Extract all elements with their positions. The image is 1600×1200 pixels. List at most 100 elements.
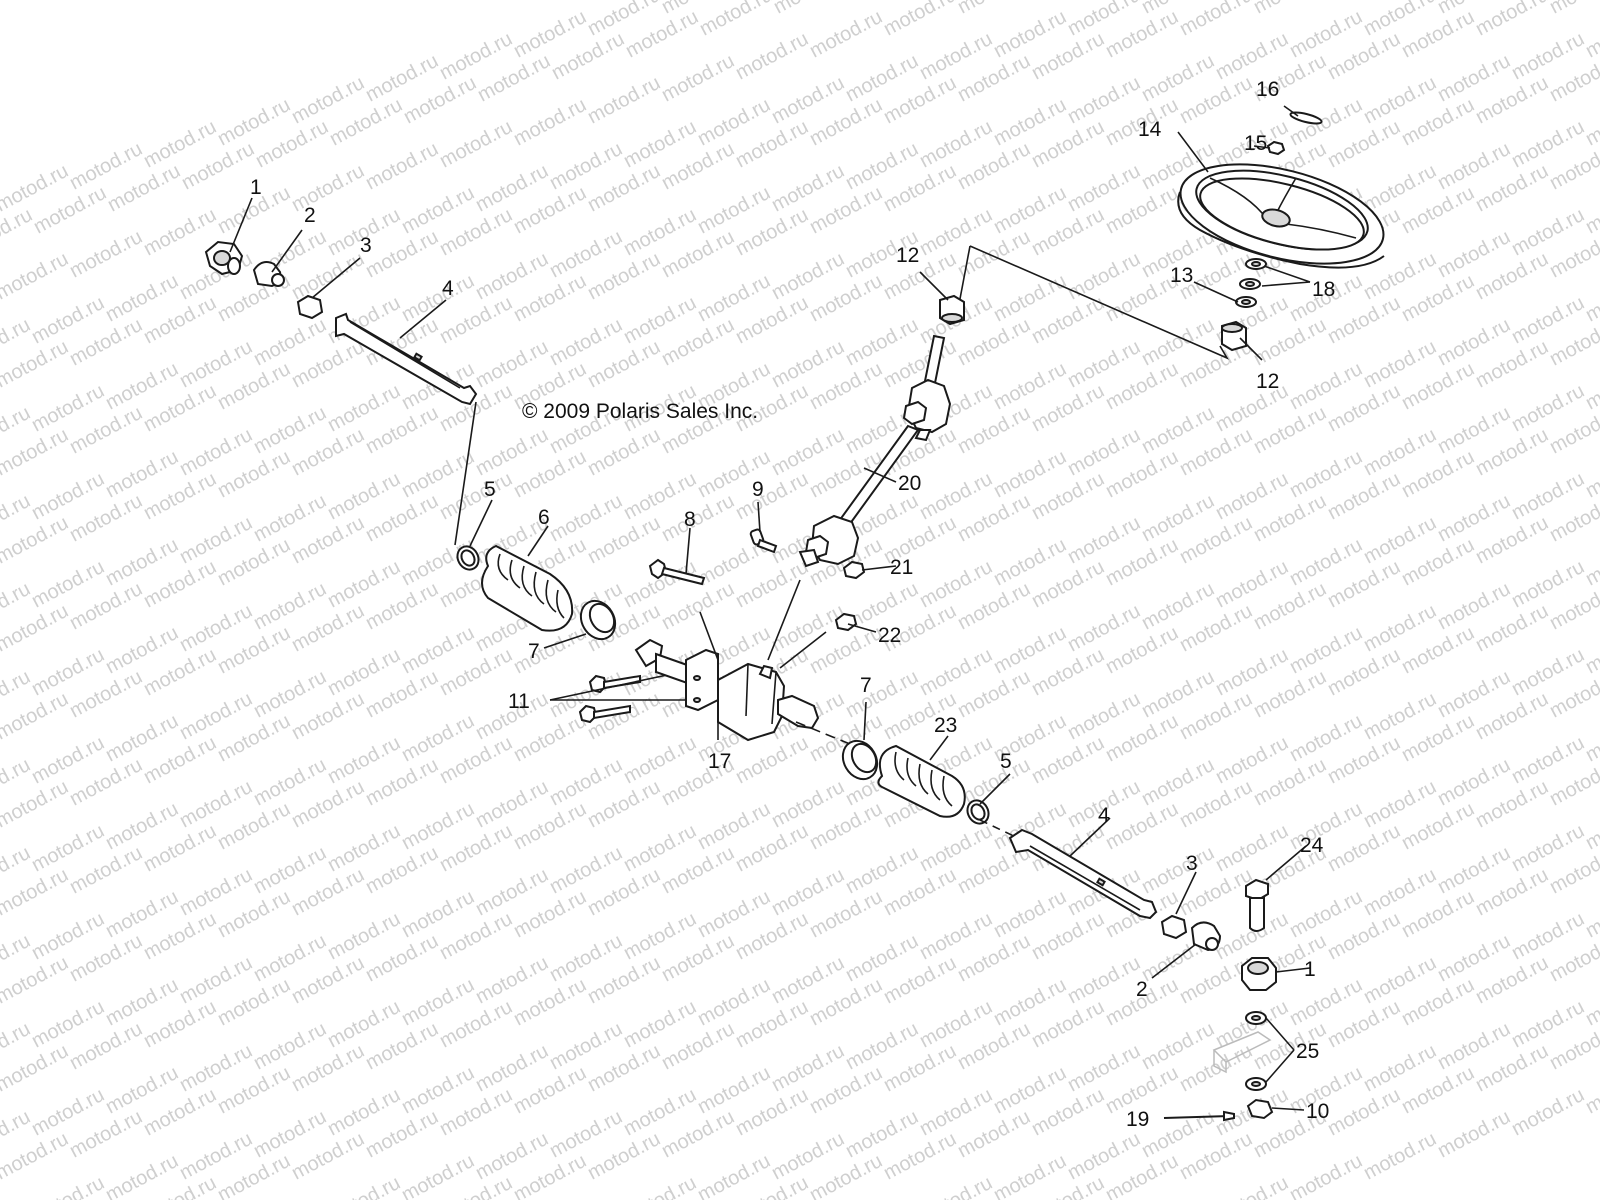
callout-19: 19 — [1126, 1108, 1149, 1131]
callout-1-lower: 1 — [1304, 958, 1316, 981]
part-20-steering-shaft — [798, 334, 952, 568]
callout-4-lower: 4 — [1098, 804, 1110, 827]
watermark-text: motod.ru — [954, 0, 1034, 18]
watermark-text: motod.ru — [880, 0, 960, 40]
watermark-text: motod.ru — [1582, 6, 1600, 62]
callout-12-lower: 12 — [1256, 370, 1279, 393]
part-25-washers — [1245, 1011, 1267, 1091]
part-11-bolts — [578, 674, 641, 724]
callout-13: 13 — [1170, 264, 1193, 287]
part-22-nut — [834, 612, 858, 632]
watermark-text: motod.ru — [1582, 270, 1600, 326]
watermark-text: motod.ru — [1582, 710, 1600, 766]
part-12-bushing-lower — [1221, 320, 1247, 352]
part-2-ball-joint-lower — [1190, 921, 1222, 952]
callout-18: 18 — [1312, 278, 1335, 301]
callout-1-upper: 1 — [250, 176, 262, 199]
callout-3-upper: 3 — [360, 234, 372, 257]
callout-22: 22 — [878, 624, 901, 647]
callout-17: 17 — [708, 750, 731, 773]
watermark-text: motod.ru — [806, 6, 886, 62]
watermark-text: motod.ru — [1472, 0, 1552, 40]
callout-24: 24 — [1300, 834, 1324, 857]
watermark-text: motod.ru — [1582, 1062, 1600, 1118]
part-21-nut — [842, 560, 866, 580]
watermark-text: motod.ru — [770, 0, 850, 18]
bracket-ghost — [1212, 1031, 1272, 1074]
watermark-text: motod.ru — [1582, 358, 1600, 414]
callout-4-upper: 4 — [442, 277, 454, 300]
part-5-clamp-upper — [456, 545, 480, 571]
part-18-washers — [1239, 258, 1267, 290]
part-15-nut — [1266, 140, 1286, 156]
callout-20: 20 — [898, 472, 921, 495]
watermark-text: motod.ru — [1212, 1172, 1292, 1200]
watermark-text: motod.ru — [510, 94, 590, 150]
callout-2-upper: 2 — [304, 204, 316, 227]
watermark-text: motod.ru — [436, 116, 516, 172]
watermark-text: motod.ru — [28, 1172, 108, 1200]
watermark-text: motod.ru — [1582, 798, 1600, 854]
callouts: 1 2 3 4 5 6 7 8 9 11 12 13 14 15 16 18 1… — [250, 78, 1335, 1131]
watermark-text: motod.ru — [1286, 1150, 1366, 1200]
watermark-text: motod.ru — [1360, 1128, 1440, 1184]
callout-6: 6 — [538, 506, 550, 529]
part-13-washer — [1235, 296, 1257, 308]
callout-3-lower: 3 — [1186, 852, 1198, 875]
watermark-text: motod.ru — [1582, 94, 1600, 150]
watermark-text: motod.ru — [288, 160, 368, 216]
watermark-text: motod.ru — [1582, 622, 1600, 678]
callout-23: 23 — [934, 714, 957, 737]
watermark-text: motod.ru — [916, 1172, 996, 1200]
part-6-boot-left — [481, 544, 574, 632]
callout-2-lower: 2 — [1136, 978, 1148, 1001]
watermark-text: motod.ru — [1582, 446, 1600, 502]
leader-lines — [229, 105, 1311, 1111]
part-19-cotter-pin — [1163, 1110, 1235, 1122]
part-8-bolt — [648, 558, 706, 586]
watermark-text: motod.ru — [1546, 0, 1600, 18]
watermark-text: motod.ru — [1582, 534, 1600, 590]
part-10-nut — [1246, 1098, 1274, 1120]
callout-14: 14 — [1138, 118, 1162, 141]
part-1-nut-lower — [1241, 957, 1277, 991]
part-2-ball-joint-upper — [252, 261, 285, 288]
watermark-text: motod.ru — [584, 72, 664, 128]
watermark-text: motod.ru — [0, 248, 72, 304]
watermark-text: motod.ru — [66, 226, 146, 282]
part-12-bushing-upper — [939, 294, 965, 326]
part-4-tie-rod-lower — [1008, 828, 1158, 920]
callout-8: 8 — [684, 508, 696, 531]
part-24-bolt — [1245, 878, 1269, 932]
watermark-text: motod.ru — [1582, 886, 1600, 942]
part-14-steering-wheel — [1177, 163, 1385, 269]
watermark-text: motod.ru — [1250, 0, 1330, 18]
part-5-clamp-right — [966, 799, 990, 825]
part-9-pin — [749, 528, 778, 554]
part-17-steering-rack — [634, 638, 820, 742]
callout-21: 21 — [890, 556, 913, 579]
callout-5-upper: 5 — [484, 478, 496, 501]
watermark-text: motod.ru — [1582, 182, 1600, 238]
callout-15: 15 — [1244, 132, 1267, 155]
watermark-text: motod.ru — [620, 1172, 700, 1200]
callout-11: 11 — [508, 690, 530, 713]
part-4-tie-rod-upper — [335, 312, 478, 406]
callout-10: 10 — [1306, 1100, 1329, 1123]
watermark-text: motod.ru — [1508, 1084, 1588, 1140]
part-3-jam-nut-upper — [296, 294, 324, 320]
watermark-text: motod.ru — [658, 50, 738, 106]
part-1-nut-upper — [204, 240, 244, 276]
watermark-text: motod.ru — [696, 0, 776, 40]
watermark-text: motod.ru — [1582, 974, 1600, 1030]
part-23-boot-right — [877, 744, 966, 818]
callout-7-left: 7 — [528, 640, 540, 663]
callout-9: 9 — [752, 478, 764, 501]
watermark-text: motod.ru — [362, 138, 442, 194]
watermark-text: motod.ru — [1434, 1106, 1514, 1162]
callout-7-right: 7 — [860, 674, 872, 697]
part-7-ring-right — [841, 739, 879, 781]
callout-16: 16 — [1256, 78, 1279, 101]
